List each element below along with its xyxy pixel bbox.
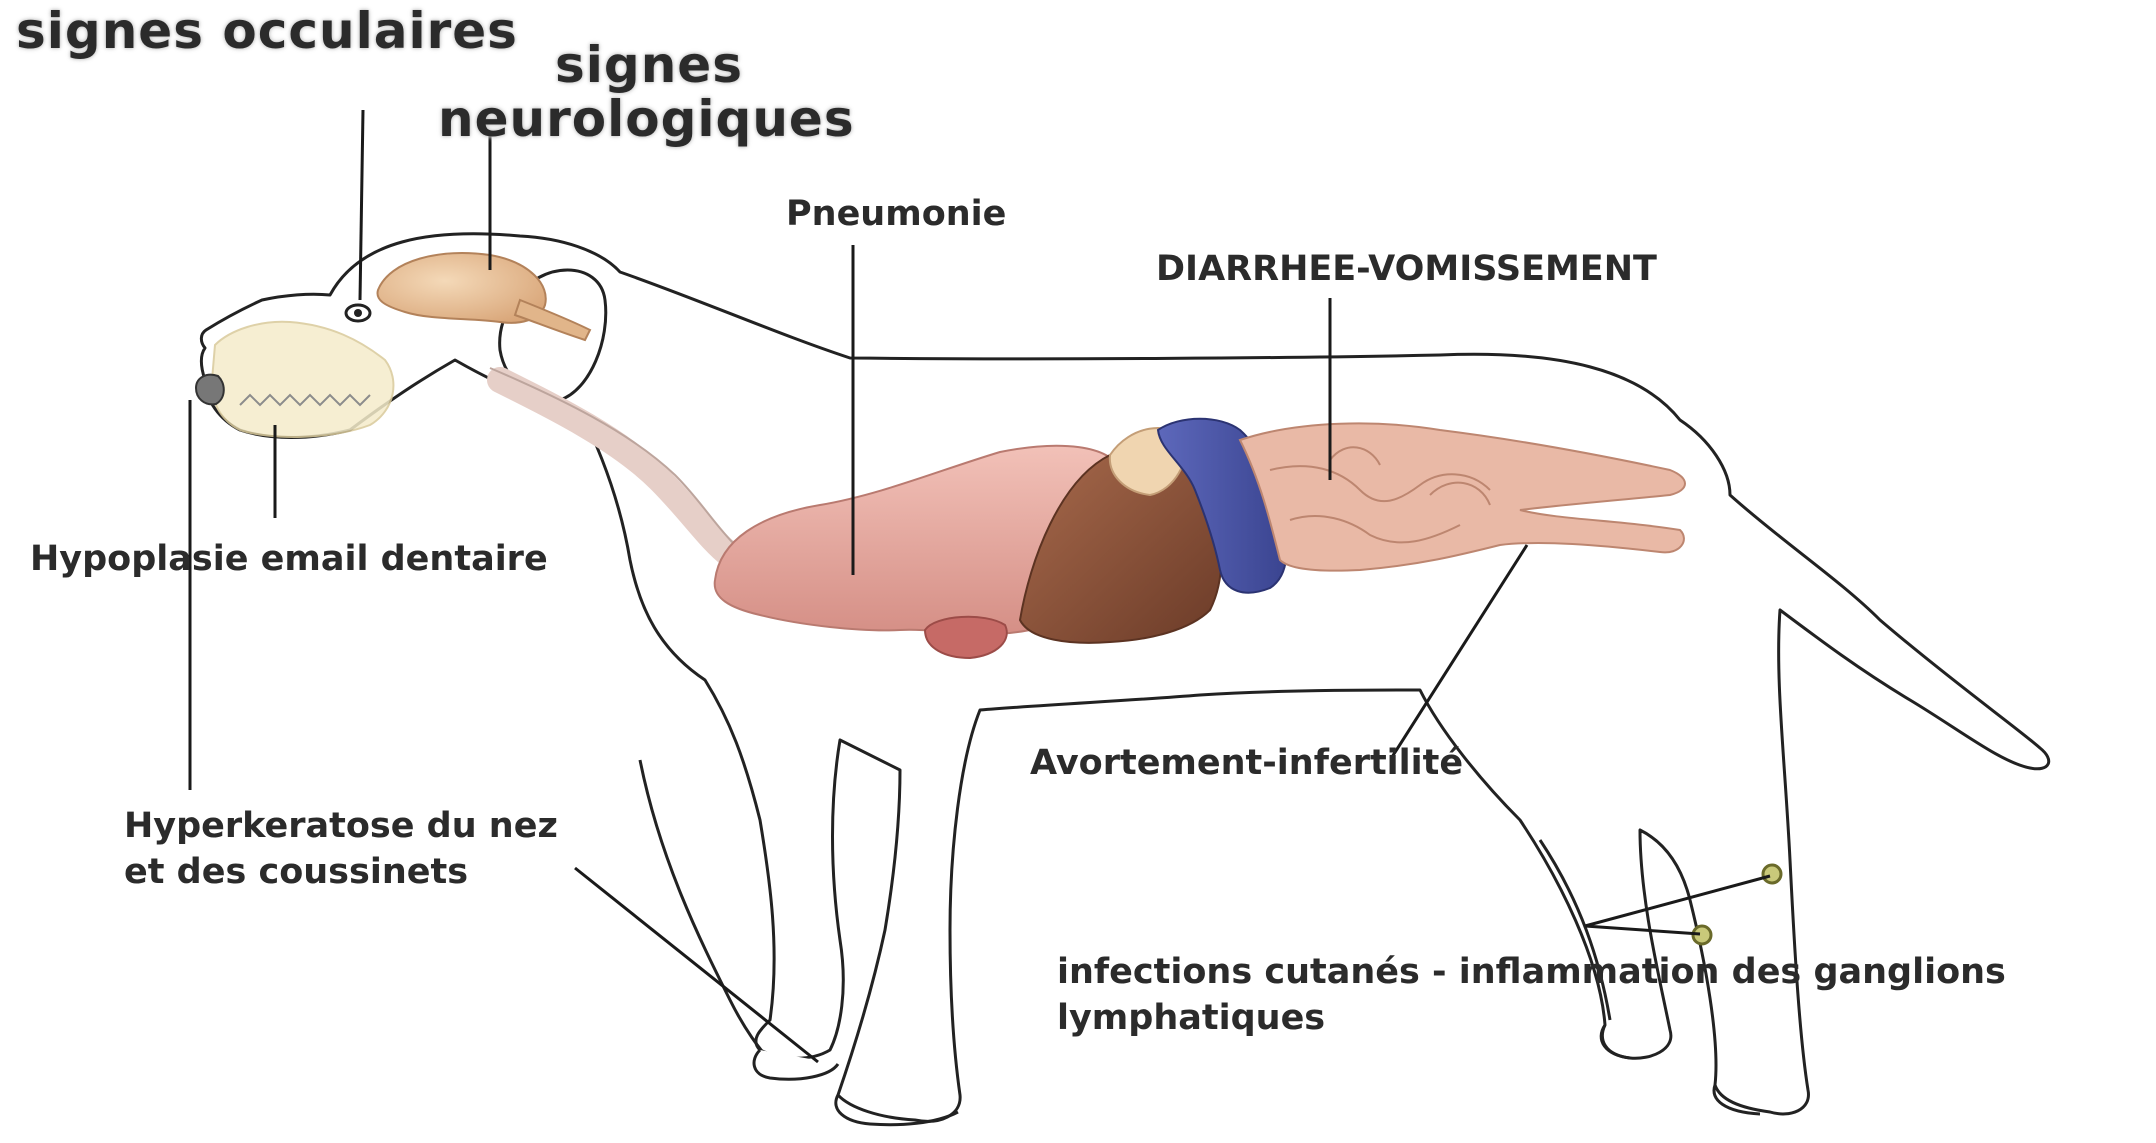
label-ocular-signs: signes occulaires (16, 2, 518, 60)
label-diarrhea-vomiting: DIARRHEE-VOMISSEMENT (1156, 246, 1657, 292)
label-hyperkeratosis-line2: et des coussinets (124, 849, 558, 895)
lymph-node-upper (1763, 865, 1781, 883)
label-skin-line2: lymphatiques (1057, 995, 2006, 1041)
label-neuro-line2: neurologiques (438, 92, 855, 146)
label-neuro-line1: signes (548, 38, 855, 92)
label-skin-infections: infections cutanés - inflammation des ga… (1057, 949, 2006, 1041)
label-abortion-infertility: Avortement-infertilité (1030, 740, 1463, 786)
label-hyperkeratosis-line1: Hyperkeratose du nez (124, 803, 558, 849)
label-hyperkeratosis: Hyperkeratose du nez et des coussinets (124, 803, 558, 895)
nose (196, 375, 224, 405)
label-skin-line1: infections cutanés - inflammation des ga… (1057, 949, 2006, 995)
label-neurological-signs: signes neurologiques (548, 38, 855, 146)
label-pneumonia: Pneumonie (786, 191, 1006, 237)
pupil (354, 309, 362, 317)
far-foreleg (640, 760, 770, 1060)
label-enamel-hypoplasia: Hypoplasie email dentaire (30, 536, 548, 582)
